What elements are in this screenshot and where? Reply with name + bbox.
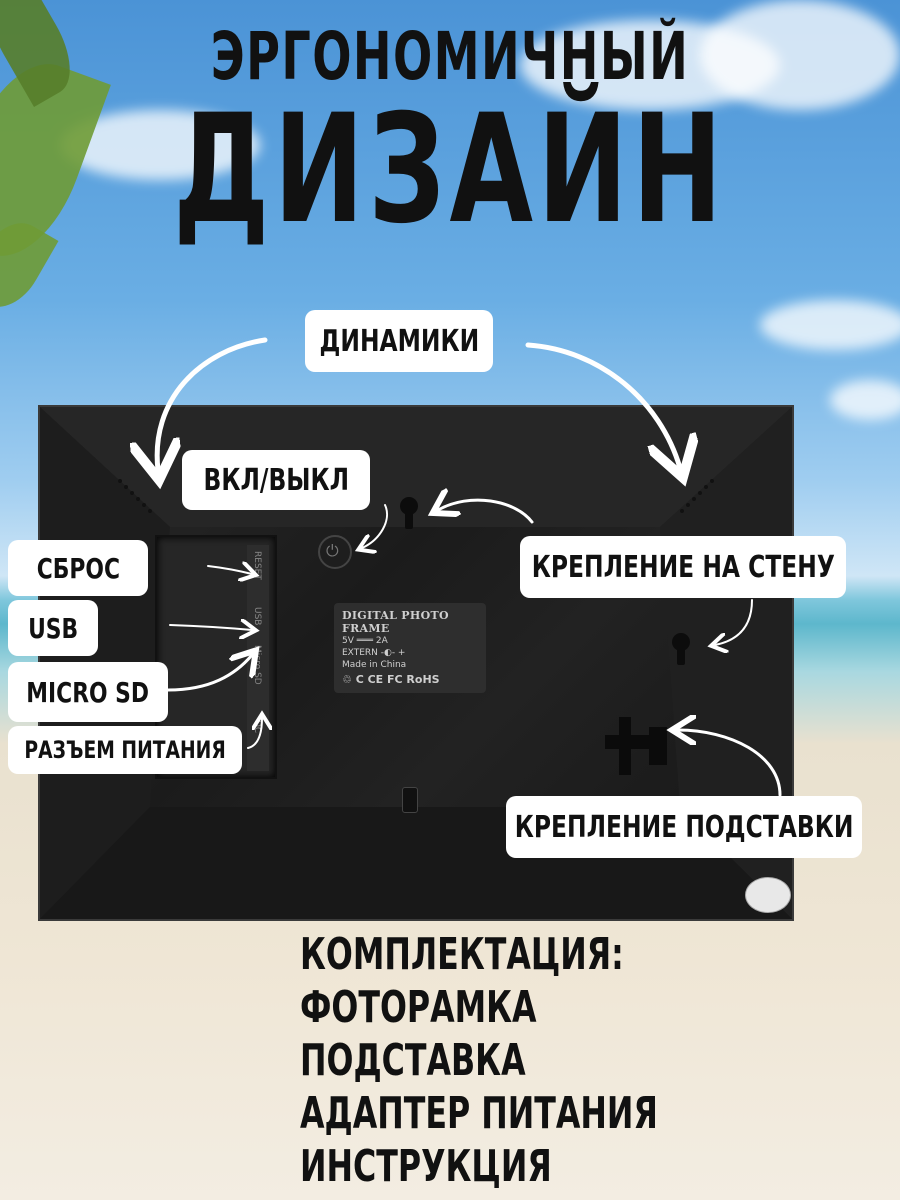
callout-wall-mount: КРЕПЛЕНИЕ НА СТЕНУ (520, 536, 846, 598)
spec-extern: EXTERN -◐- + (342, 648, 406, 658)
cert-marks: ♲ C CE FC RoHS (342, 673, 440, 686)
power-icon: ⏻ (326, 541, 339, 560)
arrow-usb (169, 625, 252, 630)
arrow-wall-top (438, 500, 534, 524)
port-label-usb: USB (252, 607, 262, 626)
speaker-hole (142, 503, 146, 507)
speaker-hole (692, 497, 696, 501)
callout-power-jack: РАЗЪЕМ ПИТАНИЯ (8, 726, 242, 774)
callout-stand-mount: КРЕПЛЕНИЕ ПОДСТАВКИ (506, 796, 862, 858)
callout-microsd: MICRO SD (8, 662, 168, 722)
arrow-wall-right (715, 599, 753, 645)
speaker-hole (680, 509, 684, 513)
speaker-hole (710, 479, 714, 483)
heading-line-2: ДИЗАЙН (173, 83, 727, 257)
spec-origin: Made in China (342, 660, 407, 670)
callout-speakers: ДИНАМИКИ (305, 310, 493, 372)
arrow-stand (678, 730, 782, 797)
cloud (700, 0, 900, 110)
package-item: ФОТОРАМКА (300, 982, 537, 1033)
cloud (830, 380, 900, 420)
package-item: ИНСТРУКЦИЯ (300, 1141, 552, 1192)
heading-line-1: ЭРГОНОМИЧНЫЙ (210, 18, 690, 95)
cloud (760, 300, 900, 350)
callout-power: ВКЛ/ВЫКЛ (182, 450, 370, 510)
wall-mount-hole (670, 633, 692, 667)
package-title: КОМПЛЕКТАЦИЯ: (300, 929, 624, 980)
arrow-dc (247, 718, 262, 749)
speaker-hole (698, 491, 702, 495)
package-item: ПОДСТАВКА (300, 1035, 526, 1086)
callout-usb: USB (8, 600, 98, 656)
stand-mount-slot (605, 717, 667, 775)
package-contents: КОМПЛЕКТАЦИЯ: ФОТОРАМКА ПОДСТАВКА АДАПТЕ… (300, 928, 797, 1193)
arrow-speaker-right (525, 342, 680, 468)
speaker-hole (704, 485, 708, 489)
arrow-speaker-left (157, 337, 268, 470)
speaker-hole (124, 485, 128, 489)
arrow-reset (207, 566, 252, 574)
qc-sticker (745, 877, 791, 913)
callout-reset: СБРОС (8, 540, 148, 596)
spec-label: DIGITAL PHOTO FRAME 5V ═══ 2A EXTERN -◐-… (334, 603, 486, 693)
speaker-hole (148, 509, 152, 513)
speaker-hole (118, 479, 122, 483)
package-item: АДАПТЕР ПИТАНИЯ (300, 1088, 658, 1139)
wall-mount-hole (398, 497, 420, 531)
speaker-hole (686, 503, 690, 507)
arrow-microsd (166, 655, 252, 692)
speaker-hole (130, 491, 134, 495)
bottom-switch (402, 787, 418, 813)
power-button[interactable]: ⏻ (318, 535, 352, 569)
spec-rating: 5V ═══ 2A (342, 636, 388, 646)
spec-title: DIGITAL PHOTO FRAME (342, 609, 449, 635)
arrow-power (362, 504, 388, 548)
speaker-hole (136, 497, 140, 501)
